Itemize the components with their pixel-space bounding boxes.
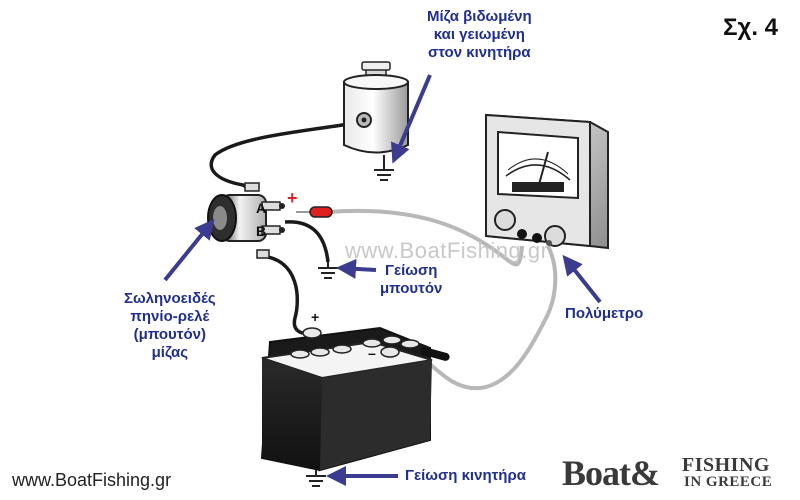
multimeter-label: Πολύμετρο <box>565 305 644 322</box>
solenoid-callout-arrow <box>163 218 215 282</box>
starter-motor <box>343 61 409 154</box>
starter-ground-symbol <box>374 155 394 181</box>
starter-label: Μίζα βιδωμένη και γειωμένη στον κινητήρα <box>427 8 532 62</box>
starter-label-line-1: Μίζα βιδωμένη <box>427 8 532 25</box>
black-probe <box>420 347 450 361</box>
button-ground-wire <box>284 220 330 263</box>
footer-url: www.BoatFishing.gr <box>12 470 172 490</box>
starter-label-line-2: και γειωμένη <box>433 26 525 43</box>
battery <box>260 326 433 472</box>
button-ground-symbol <box>318 262 338 279</box>
battery-minus-sign: – <box>368 345 376 361</box>
terminal-b-label: B <box>256 223 266 239</box>
solenoid-label: Σωληνοειδές πηνίο-ρελέ (μπουτόν) μίζας <box>124 290 216 362</box>
logo-main-text: Boat& <box>562 453 660 493</box>
battery-positive-cable <box>261 254 313 336</box>
engine-ground-label: Γείωση κινητήρα <box>405 467 526 484</box>
terminal-a-label: A <box>256 200 266 216</box>
boatfishing-logo: Boat& FISHING IN GREECE <box>562 452 794 496</box>
probe-plus-sign: + <box>287 188 298 208</box>
red-probe <box>296 206 333 218</box>
probe-lead-red <box>327 208 524 267</box>
figure-number: Σχ. 4 <box>723 14 778 41</box>
starter-cable <box>209 120 361 192</box>
multimeter <box>485 113 609 250</box>
solenoid-label-line-2: πηνίο-ρελέ <box>130 308 210 325</box>
solenoid-label-line-1: Σωληνοειδές <box>124 290 216 307</box>
starter-callout-arrow <box>391 74 432 164</box>
button-ground-callout-arrow <box>336 258 377 279</box>
probe-lead-black <box>423 245 558 391</box>
multimeter-callout-arrow <box>562 254 602 304</box>
button-ground-label-line-2: μπουτόν <box>380 280 443 297</box>
watermark: www.BoatFishing.gr <box>345 238 549 263</box>
engine-ground-symbol <box>306 470 326 487</box>
solenoid-relay <box>207 182 285 259</box>
button-ground-label-line-1: Γείωση <box>384 262 438 279</box>
logo-ingreece-text: IN GREECE <box>684 474 773 490</box>
solenoid-label-line-3: (μπουτόν) <box>133 326 206 343</box>
callout-arrows <box>163 74 602 486</box>
logo-fishing-text: FISHING <box>682 454 770 476</box>
starter-label-line-3: στον κινητήρα <box>428 44 531 61</box>
solenoid-label-line-4: μίζας <box>151 344 189 361</box>
button-ground-label: Γείωση μπουτόν <box>380 262 442 298</box>
battery-plus-sign: + <box>311 309 319 325</box>
